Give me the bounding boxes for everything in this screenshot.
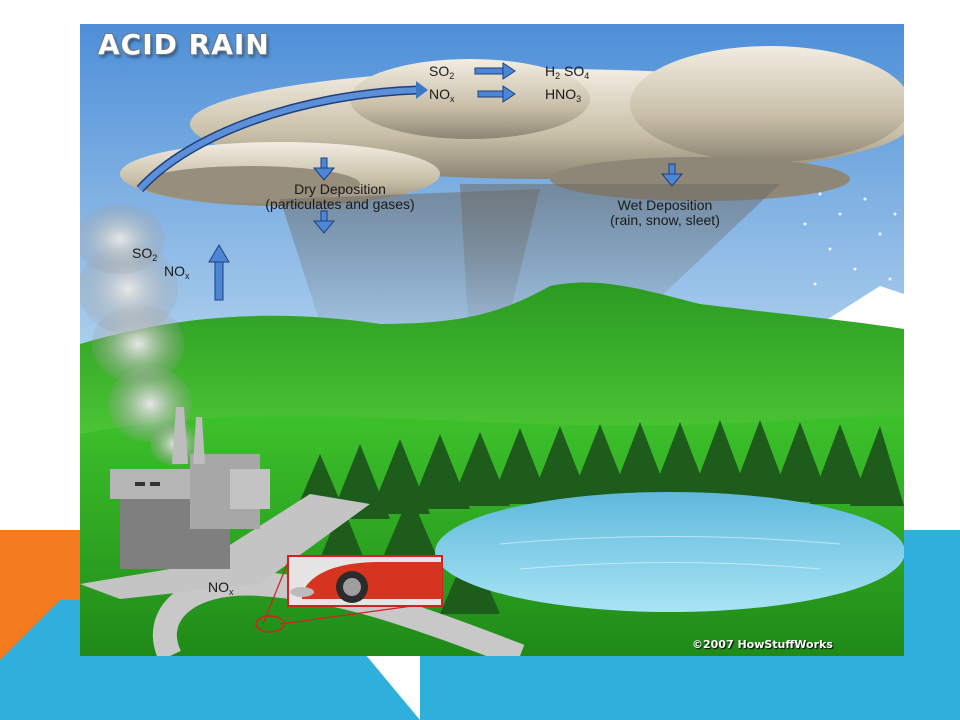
road (153, 571, 525, 656)
acid-rain-diagram: ACID RAIN SO2 H2 SO4 NOx HNO3 SO2 NOx NO… (80, 24, 904, 656)
parking-lot (80, 494, 370, 599)
factory (110, 407, 270, 569)
wet-deposition-label: Wet Deposition (rain, snow, sleet) (610, 197, 720, 228)
reaction-so2: SO2 (429, 63, 455, 82)
car-nox-label: NOx (208, 579, 234, 598)
diagram-title: ACID RAIN (98, 28, 270, 61)
product-hno3: HNO3 (545, 86, 582, 105)
reaction-nox: NOx (429, 86, 455, 105)
copyright-notice: ©2007 HowStuffWorks (692, 638, 833, 651)
emission-up-arrow (208, 244, 230, 301)
car-inset (255, 555, 443, 633)
dry-deposition-label: Dry Deposition (particulates and gases) (265, 181, 415, 212)
smoke-plume (80, 204, 200, 466)
transport-arrow (137, 87, 419, 192)
deposition-arrows (312, 157, 684, 234)
emission-nox-label: NOx (164, 263, 190, 282)
diagram-scene (80, 24, 904, 656)
lake (435, 492, 904, 612)
reaction-arrows (474, 62, 516, 103)
product-h2so4: H2 SO4 (545, 63, 590, 82)
emission-so2-label: SO2 (132, 245, 158, 264)
